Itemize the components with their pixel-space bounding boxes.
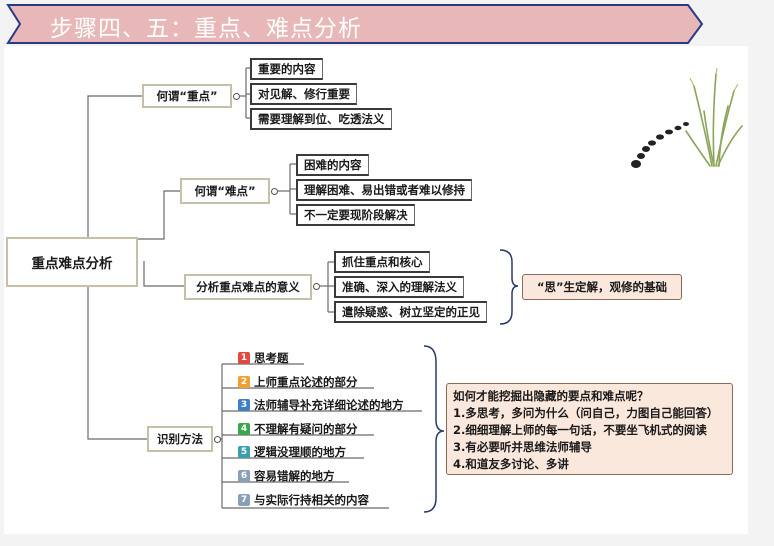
method-text: 法师辅导补充详细论述的地方 (254, 398, 404, 412)
collapse-toggle[interactable] (233, 93, 240, 100)
method-text: 不理解有疑问的部分 (254, 422, 358, 436)
method-text: 与实际行持相关的内容 (254, 493, 369, 507)
title-banner (6, 4, 704, 44)
method-text: 上师重点论述的部分 (254, 375, 358, 389)
root-node[interactable]: 重点难点分析 (6, 237, 138, 287)
method-item[interactable]: 3 法师辅导补充详细论述的地方 (234, 397, 404, 413)
method-text: 容易错解的地方 (254, 469, 335, 483)
method-item[interactable]: 4 不理解有疑问的部分 (234, 421, 358, 437)
collapse-toggle[interactable] (313, 283, 320, 290)
b2-item-1[interactable]: 困难的内容 (296, 154, 369, 176)
collapse-toggle[interactable] (271, 188, 278, 195)
ink-grass-decoration (631, 67, 743, 168)
branch-identification-methods[interactable]: 识别方法 (147, 426, 213, 452)
number-badge: 5 (238, 446, 250, 458)
note-title: 如何才能挖掘出隐藏的要点和难点呢？ (453, 389, 649, 403)
b1-item-3[interactable]: 需要理解到位、吃透法义 (250, 108, 392, 130)
number-badge: 1 (238, 352, 250, 364)
b3-summary-note: “思”生定解，观修的基础 (522, 274, 682, 300)
method-text: 思考题 (254, 351, 289, 365)
number-badge: 3 (238, 399, 250, 411)
b1-item-2[interactable]: 对见解、修行重要 (250, 83, 357, 105)
method-item[interactable]: 2 上师重点论述的部分 (234, 374, 358, 390)
note-line: 1.多思考，多问为什么（问自己，力图自己能回答） (453, 406, 719, 420)
branch-difficult-points[interactable]: 何谓“难点” (180, 178, 270, 204)
note-line: 4.和道友多讨论、多讲 (453, 457, 569, 471)
method-item[interactable]: 7 与实际行持相关的内容 (234, 492, 369, 508)
method-item[interactable]: 6 容易错解的地方 (234, 468, 335, 484)
number-badge: 2 (238, 376, 250, 388)
number-badge: 6 (238, 470, 250, 482)
b3-item-3[interactable]: 遣除疑惑、树立坚定的正见 (334, 301, 487, 323)
b2-item-2[interactable]: 理解困难、易出错或者难以修持 (296, 179, 472, 201)
b1-item-1[interactable]: 重要的内容 (250, 58, 323, 80)
connector-lines (87, 67, 519, 513)
collapse-toggle[interactable] (214, 436, 221, 443)
branch-significance[interactable]: 分析重点难点的意义 (184, 274, 312, 300)
mindmap-canvas: 重点难点分析 何谓“重点” 重要的内容 对见解、修行重要 需要理解到位、吃透法义… (4, 46, 748, 534)
branch-key-points[interactable]: 何谓“重点” (142, 84, 232, 108)
b4-note-box: 如何才能挖掘出隐藏的要点和难点呢？ 1.多思考，多问为什么（问自己，力图自己能回… (446, 383, 733, 475)
b2-item-3[interactable]: 不一定要现阶段解决 (296, 204, 415, 226)
note-line: 3.有必要听并思维法师辅导 (453, 440, 592, 454)
page-title: 步骤四、五：重点、难点分析 (50, 16, 362, 42)
b3-summary-text: “思”生定解，观修的基础 (536, 280, 668, 294)
b3-item-1[interactable]: 抓住重点和核心 (334, 251, 430, 273)
method-text: 逻辑没理顺的地方 (254, 445, 346, 459)
number-badge: 7 (238, 494, 250, 506)
method-item[interactable]: 1 思考题 (234, 350, 289, 366)
b3-item-2[interactable]: 准确、深入的理解法义 (334, 276, 464, 298)
note-line: 2.细细理解上师的每一句话，不要坐飞机式的阅读 (453, 423, 707, 437)
method-item[interactable]: 5 逻辑没理顺的地方 (234, 444, 346, 460)
number-badge: 4 (238, 423, 250, 435)
